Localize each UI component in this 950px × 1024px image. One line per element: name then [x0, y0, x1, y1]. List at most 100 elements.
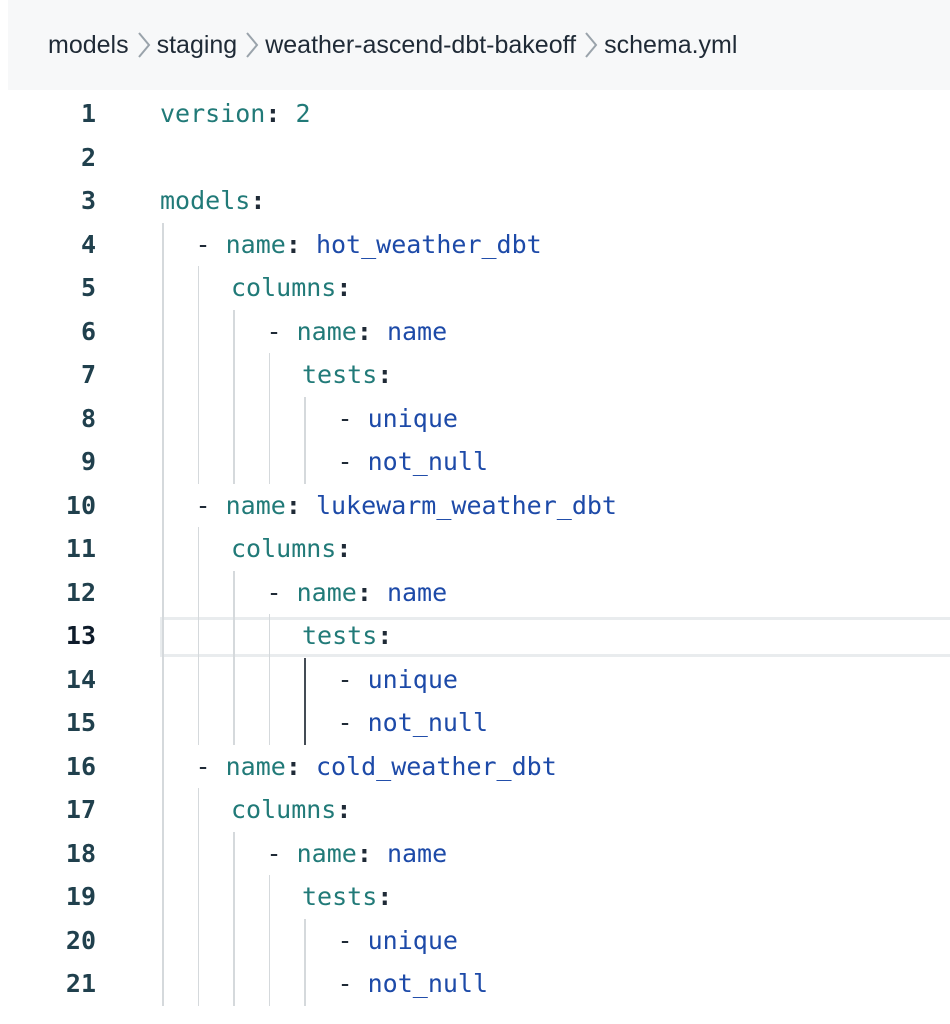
code-line[interactable]: 6- name: name [0, 310, 950, 354]
code-token: - [337, 447, 368, 477]
code-text: version: 2 [160, 99, 311, 128]
active-line-highlight [160, 617, 950, 657]
code-text: - name: cold_weather_dbt [196, 752, 557, 781]
indent-guide [268, 875, 270, 1006]
line-number: 1 [80, 99, 96, 129]
code-token: tests [302, 621, 378, 651]
code-line[interactable]: 16 - name: cold_weather_dbt [0, 745, 950, 789]
code-text: - name: name [267, 578, 448, 607]
line-number: 2 [80, 142, 96, 172]
code-token: columns [231, 273, 337, 303]
line-number: 14 [65, 664, 96, 694]
code-token: version [160, 99, 266, 129]
code-token: - [266, 838, 297, 868]
code-text: - name: name [267, 839, 448, 868]
code-text: tests: [302, 360, 392, 389]
code-token: name [371, 577, 448, 607]
code-line[interactable]: 10 - name: lukewarm_weather_dbt [0, 484, 950, 528]
code-token: - [195, 751, 226, 781]
code-token: : [285, 490, 301, 520]
code-token: name [225, 229, 286, 259]
code-line[interactable]: 9 - not_null [0, 440, 950, 484]
code-line[interactable]: 20- unique [0, 919, 950, 963]
line-number: 6 [80, 316, 96, 346]
code-text: - unique [338, 665, 458, 694]
code-token: : [336, 273, 352, 303]
code-token: : [250, 186, 266, 216]
code-line[interactable]: 2 [0, 136, 950, 180]
code-line[interactable]: 4- name: hot_weather_dbt [0, 223, 950, 267]
breadcrumb-item-file[interactable]: schema.yml [604, 30, 738, 59]
code-token: : [336, 534, 352, 564]
line-number: 16 [65, 751, 96, 781]
code-token: columns [231, 795, 337, 825]
code-token: : [377, 360, 393, 390]
code-line[interactable]: 15- not_null [0, 701, 950, 745]
line-number: 9 [80, 447, 96, 477]
code-token: 2 [280, 99, 311, 129]
code-line[interactable]: 1 version: 2 [0, 92, 950, 136]
code-line[interactable]: 5 columns: [0, 266, 950, 310]
code-token: not_null [367, 969, 489, 999]
code-line[interactable]: 3 models: [0, 179, 950, 223]
indent-guide [268, 353, 270, 484]
code-text: - unique [338, 926, 458, 955]
indent-guide [197, 788, 199, 1006]
line-number: 3 [80, 186, 96, 216]
code-line[interactable]: 18 - name: name [0, 832, 950, 876]
line-number: 5 [80, 273, 96, 303]
code-token: - [337, 664, 368, 694]
code-line[interactable]: 21- not_null [0, 962, 950, 1006]
code-token: - [195, 229, 226, 259]
code-token: - [337, 708, 368, 738]
code-line[interactable]: 17 columns: [0, 788, 950, 832]
line-number: 7 [80, 360, 96, 390]
code-line[interactable]: 7 tests: [0, 353, 950, 397]
code-text: - name: lukewarm_weather_dbt [196, 491, 617, 520]
code-token: : [356, 577, 372, 607]
indent-guide [197, 527, 199, 745]
code-text: - not_null [338, 447, 489, 476]
line-number: 8 [80, 403, 96, 433]
indent-guide [304, 918, 306, 1006]
chevron-right-icon [245, 30, 259, 60]
code-token: : [377, 621, 393, 651]
code-token: name [225, 490, 286, 520]
code-token: : [265, 99, 281, 129]
code-text: columns: [231, 534, 351, 563]
line-number: 15 [65, 708, 96, 738]
code-text: columns: [231, 795, 351, 824]
line-number: 17 [65, 795, 96, 825]
code-token: - [266, 577, 297, 607]
breadcrumb-item-folder[interactable]: weather-ascend-dbt-bakeoff [265, 30, 577, 59]
code-token: unique [367, 925, 458, 955]
code-token: name [225, 751, 286, 781]
code-text: - name: hot_weather_dbt [196, 230, 542, 259]
line-number: 12 [65, 577, 96, 607]
code-line[interactable]: 8 - unique [0, 397, 950, 441]
code-token: models [160, 186, 251, 216]
code-line[interactable]: 11 columns: [0, 527, 950, 571]
line-number: 10 [65, 490, 96, 520]
code-token: - [266, 316, 297, 346]
breadcrumb: models staging weather-ascend-dbt-bakeof… [8, 0, 950, 90]
line-number: 11 [65, 534, 96, 564]
code-token: tests [302, 882, 378, 912]
code-text: - not_null [338, 969, 489, 998]
code-text: - unique [338, 404, 458, 433]
breadcrumb-item-models[interactable]: models [48, 30, 129, 59]
code-line[interactable]: 14 - unique [0, 658, 950, 702]
code-text: tests: [302, 882, 392, 911]
code-token: - [337, 969, 368, 999]
breadcrumb-item-staging[interactable]: staging [156, 30, 238, 59]
indent-guide [304, 396, 306, 484]
line-number: 18 [65, 838, 96, 868]
code-line[interactable]: 12 - name: name [0, 571, 950, 615]
code-token: hot_weather_dbt [300, 229, 542, 259]
indent-guide [197, 266, 199, 484]
code-token: - [337, 925, 368, 955]
code-token: : [377, 882, 393, 912]
